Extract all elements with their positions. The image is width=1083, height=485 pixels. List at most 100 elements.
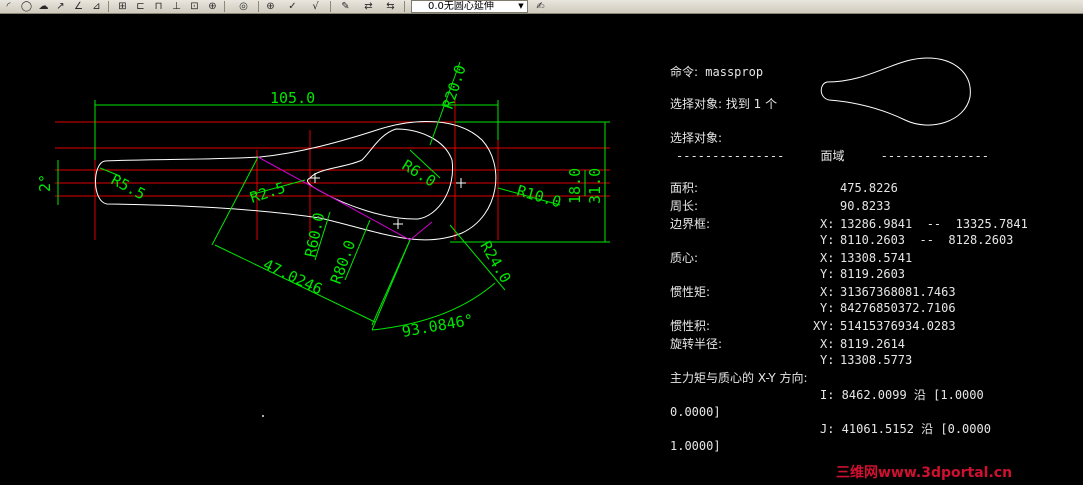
- dim-text-R10[interactable]: R10.0: [515, 182, 563, 212]
- prop-axis: XY:: [813, 319, 835, 333]
- dim-line-47: [214, 244, 376, 323]
- prop-label: 旋转半径:: [670, 337, 723, 351]
- prop-axis: Y:: [820, 301, 835, 315]
- dim-text-31[interactable]: 31.0: [586, 168, 604, 204]
- prop-axis: X:: [820, 251, 835, 265]
- extension-line: [211, 156, 259, 246]
- dim-text-R60[interactable]: R60.0: [301, 211, 328, 259]
- region-header: --------------- 面域 ---------------: [676, 149, 989, 163]
- continue-dimension-icon[interactable]: ⊓: [154, 1, 163, 12]
- dim-arc-93: [371, 282, 496, 331]
- command-value: massprop: [705, 65, 764, 79]
- toolbar-separator: [108, 1, 109, 12]
- chevron-down-icon[interactable]: ▼: [518, 2, 524, 10]
- center-marks: [310, 173, 466, 229]
- leader-R80: [344, 219, 371, 281]
- polyline-icon[interactable]: ↗: [56, 1, 65, 12]
- check-icon[interactable]: ✓: [288, 1, 297, 12]
- stray-point: [262, 415, 264, 417]
- baseline-dimension-icon[interactable]: ⊏: [136, 1, 145, 12]
- prop-value: 84276850372.7106: [840, 301, 956, 315]
- prop-axis: X:: [820, 285, 835, 299]
- leader-R10: [497, 187, 561, 206]
- linear-dimension-icon[interactable]: ⊿: [92, 1, 101, 12]
- aligned-dimension-icon[interactable]: ⊞: [118, 1, 127, 12]
- prop-value: 8110.2603 -- 8128.2603: [840, 233, 1014, 247]
- prop-value: 31367368081.7463: [840, 285, 956, 299]
- prop-label: 周长:: [670, 199, 699, 213]
- tangent-line: [409, 221, 433, 241]
- prop-label: 惯性矩:: [670, 285, 711, 299]
- radius-dimension-icon[interactable]: ◎: [239, 1, 248, 12]
- jog-icon[interactable]: √: [312, 1, 319, 12]
- tangent-line: [257, 156, 411, 241]
- angle-icon[interactable]: ∠: [74, 1, 83, 12]
- prop-axis: Y:: [820, 353, 835, 367]
- tolerance-icon[interactable]: ⊡: [190, 1, 199, 12]
- arc-tool-icon[interactable]: ◜: [6, 1, 11, 12]
- dim-text-R6[interactable]: R6.0: [399, 156, 439, 190]
- prop-label: 惯性积:: [670, 319, 711, 333]
- select-prompt-text: 选择对象:: [670, 131, 723, 145]
- leader-R60: [314, 211, 331, 261]
- dim-text-R5.5[interactable]: R5.5: [108, 171, 148, 204]
- prop-label: 边界框:: [670, 217, 711, 231]
- extension-line: [371, 239, 411, 331]
- dimension-toolbar: ◜ ◯ ☁ ↗ ∠ ⊿ ⊞ ⊏ ⊓ ⊥ ⊡ ⊕ ◎ ⊕ ✓ √ ✎ ⇄ ⇆ 0.…: [0, 0, 1083, 14]
- revision-cloud-icon[interactable]: ☁: [38, 1, 49, 12]
- prop-axis: Y:: [820, 233, 835, 247]
- leader-R5.5: [99, 167, 121, 177]
- toolbar-separator: [330, 1, 331, 12]
- prop-value: 475.8226: [840, 181, 898, 195]
- leader-R2.5: [249, 179, 306, 196]
- text-align-icon[interactable]: ⇄: [364, 1, 373, 12]
- toolbar-separator: [258, 1, 259, 12]
- prop-axis: X:: [820, 337, 835, 351]
- dim-style-manager-icon[interactable]: ✍: [536, 1, 545, 12]
- principal-j: J: 41061.5152 沿 [0.0000: [820, 422, 991, 436]
- toolbar-separator: [224, 1, 225, 12]
- prop-axis: X:: [820, 217, 835, 231]
- leader-R20: [429, 61, 461, 146]
- dim-text-93deg[interactable]: 93.0846°: [401, 311, 475, 341]
- dimension-lines: [57, 61, 610, 331]
- dim-text-2deg[interactable]: 2°: [36, 174, 54, 192]
- dim-style-select[interactable]: 0.0无圆心延伸 ▼: [411, 0, 528, 13]
- prop-value: 13286.9841 -- 13325.7841: [840, 217, 1028, 231]
- centerlines: [55, 100, 610, 240]
- dim-style-value: 0.0无圆心延伸: [428, 1, 494, 12]
- region-preview-outline: [820, 57, 971, 126]
- leader-icon[interactable]: ⊥: [172, 1, 181, 12]
- dim-text-R80[interactable]: R80.0: [327, 238, 359, 287]
- prop-label: 面积:: [670, 181, 699, 195]
- edit-text-icon[interactable]: ✎: [341, 1, 350, 12]
- dim-text-R20[interactable]: R20.0: [439, 63, 470, 112]
- toolbar-separator: [404, 1, 405, 12]
- dim-text-105[interactable]: 105.0: [270, 89, 315, 107]
- dim-text-R24[interactable]: R24.0: [477, 238, 515, 286]
- prop-value: 13308.5773: [840, 353, 913, 367]
- prop-axis: Y:: [820, 267, 835, 281]
- drawing-canvas[interactable]: 105.0 R20.0 R5.5 2° R2.5 R6.0 R10.0 18.0…: [0, 0, 650, 485]
- prop-label: 质心:: [670, 251, 699, 265]
- prop-value: 8119.2614: [840, 337, 906, 351]
- center-mark-icon[interactable]: ⊕: [208, 1, 217, 12]
- dim-text-47[interactable]: 47.0246: [260, 255, 325, 298]
- principal-moments-label: 主力矩与质心的 X-Y 方向:: [670, 371, 808, 385]
- region-preview: [820, 57, 971, 126]
- leader-R24: [449, 224, 506, 291]
- circle-tool-icon[interactable]: ◯: [20, 1, 33, 12]
- principal-j-cont: 1.0000]: [670, 439, 721, 453]
- select-found-text: 选择对象: 找到 1 个: [670, 97, 778, 111]
- watermark: 三维网www.3dportal.cn: [836, 465, 1013, 481]
- principal-i-cont: 0.0000]: [670, 405, 721, 419]
- prop-value: 13308.5741: [840, 251, 913, 265]
- update-icon[interactable]: ⇆: [386, 1, 395, 12]
- dim-text-18[interactable]: 18.0: [566, 168, 584, 204]
- leader-R6: [409, 149, 441, 179]
- command-line: 命令: massprop: [670, 65, 763, 79]
- spoon-outline[interactable]: [95, 121, 497, 241]
- edit-dimension-icon[interactable]: ⊕: [266, 1, 275, 12]
- prop-value: 8119.2603: [840, 267, 906, 281]
- principal-i: I: 8462.0099 沿 [1.0000: [820, 388, 984, 402]
